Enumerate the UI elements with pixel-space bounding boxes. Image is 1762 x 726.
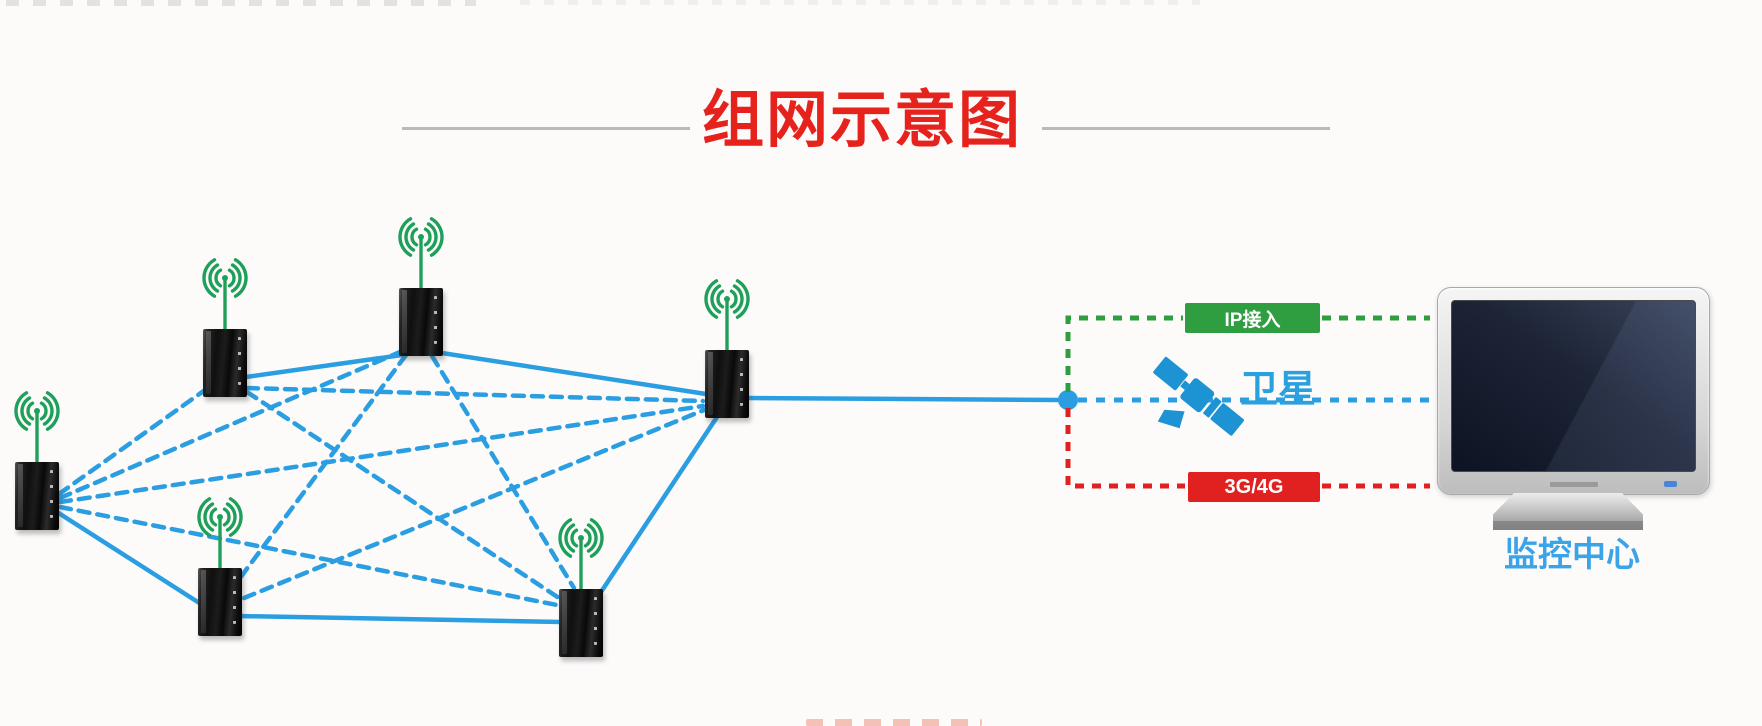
mesh-dashed-links — [56, 349, 707, 608]
wifi-antenna-icon — [558, 518, 604, 589]
wifi-antenna-icon — [202, 258, 248, 329]
monitor-brand-mark — [1549, 482, 1598, 487]
ip-access-label: IP接入 — [1224, 309, 1281, 331]
radio-device — [399, 288, 443, 356]
mesh-link — [241, 407, 707, 601]
cellular-link-left — [1065, 408, 1185, 489]
mesh-link — [237, 352, 409, 581]
solid-link — [54, 509, 207, 609]
mesh-link — [429, 353, 577, 591]
solid-link — [235, 613, 565, 625]
monitor-stand — [1493, 493, 1643, 530]
gateway-trunk-link — [746, 395, 1063, 403]
satellite-label: 卫星 — [1240, 369, 1317, 411]
crt-monitor-icon — [1437, 287, 1710, 495]
mesh-link — [244, 385, 706, 404]
wifi-antenna-icon — [398, 217, 444, 288]
mesh-link — [56, 387, 208, 497]
satellite-icon — [1153, 356, 1244, 436]
radio-node-bottom-right — [555, 517, 607, 657]
radio-node-gateway — [701, 278, 753, 418]
solid-link — [439, 350, 709, 397]
cropped-text-remnant-bottom — [806, 719, 982, 726]
monitor-power-led — [1664, 481, 1677, 487]
wifi-antenna-icon — [704, 279, 750, 350]
junction-dot — [1058, 390, 1078, 410]
solid-link — [243, 352, 405, 380]
monitor-screen — [1451, 300, 1696, 472]
cellular-badge: 3G/4G — [1188, 472, 1320, 502]
radio-node-upper-left — [199, 257, 251, 397]
radio-device — [198, 568, 242, 636]
ip-access-badge: IP接入 — [1185, 303, 1320, 333]
solid-link — [598, 414, 720, 595]
radio-device — [15, 462, 59, 530]
cellular-label: 3G/4G — [1224, 475, 1284, 498]
radio-node-bottom-left — [194, 496, 246, 636]
monitoring-center-label: 监控中心 — [1504, 536, 1640, 574]
title-rule-right — [1042, 127, 1330, 130]
mesh-link — [244, 389, 562, 601]
radio-node-top-center — [395, 216, 447, 356]
cropped-text-remnant-top-2 — [520, 0, 1200, 5]
title-rule-left — [402, 127, 690, 130]
mesh-link — [57, 403, 706, 505]
wifi-antenna-icon — [14, 391, 60, 462]
page-title: 组网示意图 — [702, 86, 1023, 155]
radio-device — [559, 589, 603, 657]
mesh-solid-links — [54, 350, 1063, 625]
mesh-link — [57, 349, 403, 501]
ip-link-left — [1065, 315, 1183, 392]
radio-node-left — [11, 390, 63, 530]
cropped-text-remnant-top — [6, 0, 476, 6]
wifi-antenna-icon — [197, 497, 243, 568]
mesh-link — [57, 504, 560, 608]
radio-device — [203, 329, 247, 397]
radio-device — [705, 350, 749, 418]
